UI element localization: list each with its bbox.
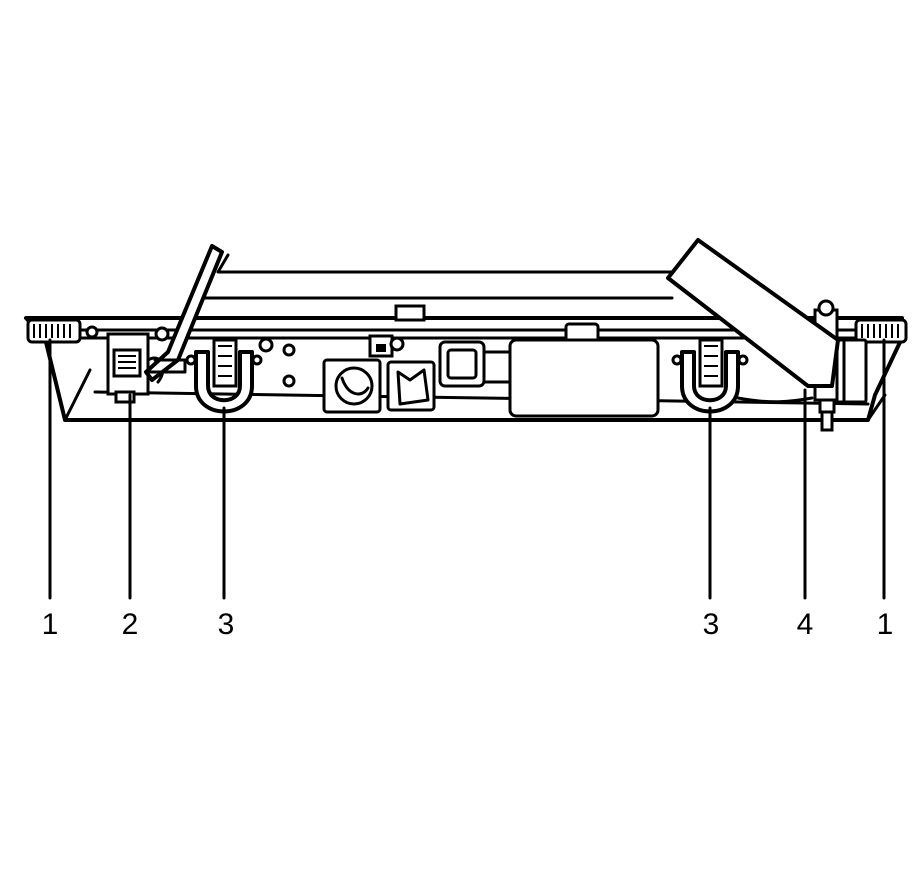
module-box — [508, 322, 660, 418]
square-mount — [438, 340, 512, 388]
license-lamp-connector — [106, 326, 170, 404]
mounting-holes — [258, 337, 296, 388]
left-corner-bumper — [26, 318, 99, 344]
callout-2: 2 — [121, 608, 139, 641]
callout-4: 4 — [796, 608, 814, 641]
receiver-opening — [322, 334, 405, 414]
trailer-connector — [386, 360, 436, 412]
left-tow-hook — [185, 338, 263, 414]
upper-trim-strips — [203, 253, 692, 300]
callout-3-right: 3 — [702, 608, 720, 641]
right-tow-hook — [671, 338, 814, 414]
leader-lines — [48, 338, 886, 600]
callout-1-left: 1 — [41, 608, 59, 641]
callout-1-right: 1 — [876, 608, 894, 641]
callout-3-left: 3 — [217, 608, 235, 641]
pry-tool-right — [666, 238, 840, 388]
pry-tool — [144, 244, 224, 382]
right-corner-bumper — [854, 318, 908, 344]
